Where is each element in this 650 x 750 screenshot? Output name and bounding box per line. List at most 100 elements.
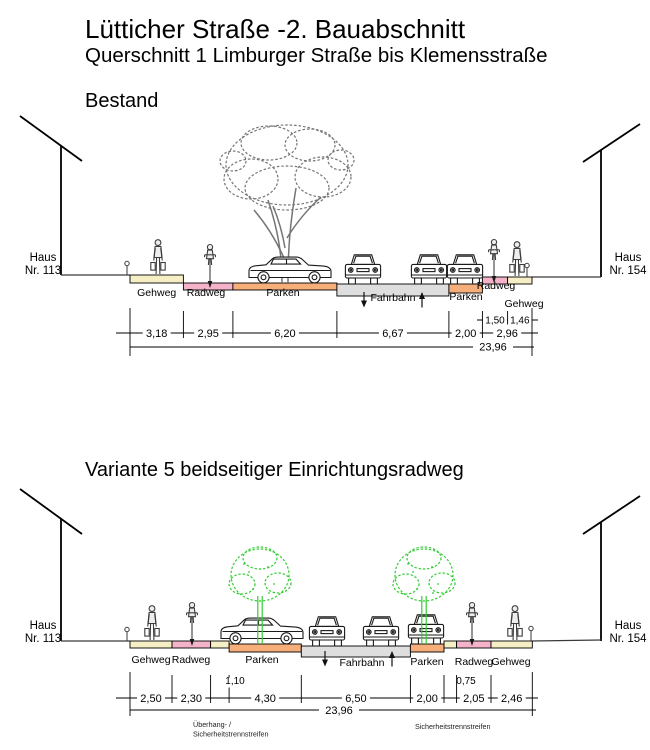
house-right-label: Haus	[615, 252, 642, 264]
page-title: Lütticher Straße -2. Bauabschnitt	[85, 14, 466, 44]
cyclist-icon	[488, 238, 500, 284]
cyclist-icon	[466, 601, 478, 647]
roof-line	[19, 115, 83, 162]
label-radweg-right: Radweg	[477, 280, 516, 292]
car-front-icon	[344, 254, 382, 285]
house-left-label: Haus	[30, 252, 57, 264]
house-right: Haus Nr. 154	[582, 123, 647, 277]
dimension-ticks	[129, 672, 533, 716]
label-fahrbahn: Fahrbahn	[371, 292, 416, 304]
label-gehweg-left: Gehweg	[137, 287, 176, 299]
footnote-right: Sicherheitstrennstreifen	[415, 722, 491, 731]
dim-parken-right: 2,00	[416, 693, 437, 705]
strip-gehweg-right	[490, 640, 533, 649]
label-radweg-right: Radweg	[455, 656, 494, 668]
strip-parken-left	[228, 643, 302, 653]
street-furniture	[124, 625, 534, 641]
dimension-ticks	[129, 308, 533, 356]
strip-parken-right	[409, 643, 445, 653]
pedestrian-icon	[507, 605, 523, 641]
dim-gehweg-right: 1,46	[510, 316, 530, 327]
section-bestand: Bestand Haus Nr. 113 Haus Nr. 154	[19, 90, 647, 356]
pedestrian-icon	[509, 241, 525, 277]
street-strips	[129, 274, 533, 297]
footnote-left-line2: Sicherheitstrennstreifen	[193, 730, 269, 739]
label-gehweg-right: Gehweg	[504, 298, 543, 310]
dim-parken-right: 2,00	[455, 328, 476, 340]
strip-trennstreifen-left	[210, 640, 230, 649]
dim-radweg-right: 1,50	[485, 316, 505, 327]
strip-gehweg-right	[507, 276, 533, 285]
ground	[61, 639, 602, 642]
label-radweg-left: Radweg	[172, 654, 211, 666]
dim-total: 23,96	[325, 705, 353, 717]
label-gehweg-right: Gehweg	[491, 656, 530, 668]
house-right: Haus Nr. 154	[582, 495, 647, 645]
dim-fahrbahn: 6,67	[382, 328, 403, 340]
page-subtitle: Querschnitt 1 Limburger Straße bis Kleme…	[85, 44, 548, 67]
dim-fahrbahn: 6,50	[345, 693, 366, 705]
section1-title: Bestand	[85, 90, 158, 112]
section2-title: Variante 5 beidseitiger Einrichtungsradw…	[85, 459, 464, 481]
strip-trennstreifen-right	[443, 640, 458, 649]
strip-gehweg-left	[129, 640, 173, 649]
street-strips	[129, 640, 533, 658]
label-fahrbahn: Fahrbahn	[340, 657, 385, 669]
label-parken-right: Parken	[410, 656, 443, 668]
roof-line	[19, 488, 83, 535]
strip-fahrbahn	[300, 645, 411, 658]
label-gehweg-left: Gehweg	[131, 654, 170, 666]
lamp-head-icon	[124, 260, 130, 267]
lamp-head-icon	[124, 626, 130, 633]
dim-gehweg-left: 2,50	[140, 693, 161, 705]
ground	[61, 274, 601, 278]
label-radweg-left: Radweg	[187, 287, 226, 299]
dim-radweg-right: 2,05	[463, 693, 484, 705]
dim-total: 23,96	[479, 342, 507, 354]
footnote-left-line1: Überhang- /	[193, 720, 231, 729]
pedestrian-icon	[144, 605, 160, 641]
dim-parken-left: 6,20	[274, 328, 295, 340]
dim-radweg-left: 2,30	[181, 693, 202, 705]
cyclist-icon	[204, 243, 216, 289]
roof-line	[582, 495, 641, 535]
figures	[150, 124, 525, 289]
lamp-head-icon	[528, 625, 534, 632]
strip-labels: Gehweg Radweg Parken Fahrbahn Parken Rad…	[137, 280, 544, 310]
lamp-head-icon	[524, 262, 530, 269]
roof-line	[582, 123, 641, 163]
dimension-chain: 3,18 2,95 6,20 6,67 2,00 1,50 1,46 2,96 …	[116, 308, 538, 356]
car-front-icon	[308, 616, 346, 647]
strip-gehweg-left	[129, 274, 184, 284]
dim-gehweg-left: 3,18	[146, 328, 167, 340]
label-parken-left: Parken	[266, 287, 299, 299]
dimension-label-backgrounds	[137, 692, 526, 716]
house-left-number: Nr. 113	[25, 633, 61, 645]
dimension-label-backgrounds	[142, 314, 532, 353]
house-left: Haus Nr. 113	[19, 115, 83, 277]
parked-car-side-icon	[248, 256, 332, 284]
dimension-values: 3,18 2,95 6,20 6,67 2,00 1,50 1,46 2,96 …	[146, 316, 530, 354]
dim-radweg-gehweg-right: 2,96	[496, 328, 517, 340]
dimension-chain: 2,50 2,30 1,10 4,30 6,50 2,00 0,75 2,05 …	[116, 672, 538, 739]
strip-parken-right	[448, 283, 483, 294]
dim-gehweg-right: 2,46	[501, 693, 522, 705]
strip-labels: Gehweg Radweg Parken Fahrbahn Parken Rad…	[131, 650, 531, 669]
house-left: Haus Nr. 113	[19, 488, 83, 645]
house-right-number: Nr. 154	[609, 265, 647, 277]
label-parken-left: Parken	[245, 654, 278, 666]
section-variante5: Variante 5 beidseitiger Einrichtungsradw…	[19, 459, 647, 739]
street-furniture	[124, 260, 530, 277]
strip-radweg-right	[456, 640, 492, 649]
dim-parken-left: 4,30	[254, 693, 275, 705]
footnotes: Überhang- / Sicherheitstrennstreifen Sic…	[193, 720, 491, 739]
house-left-label: Haus	[30, 620, 57, 632]
house-right-label: Haus	[615, 620, 642, 632]
house-left-number: Nr. 113	[25, 265, 61, 277]
dim-radweg-left: 2,95	[197, 328, 218, 340]
label-parken-right: Parken	[449, 291, 482, 303]
cyclist-icon	[186, 601, 198, 647]
dim-trennstreifen-right: 0,75	[456, 676, 476, 687]
